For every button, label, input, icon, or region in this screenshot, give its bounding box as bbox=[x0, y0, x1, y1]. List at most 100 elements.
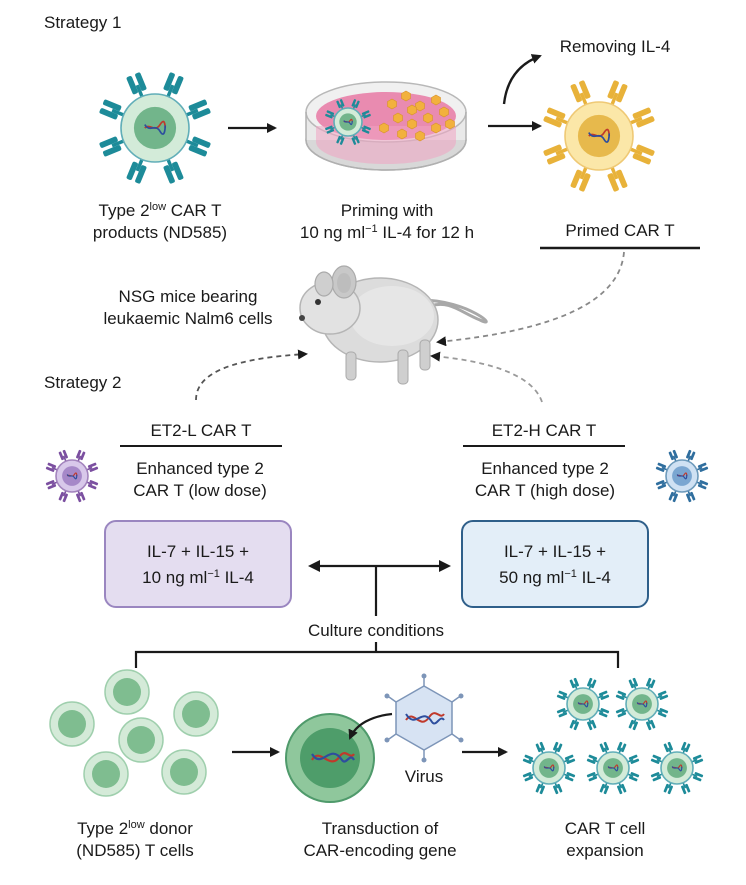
receptor-icon bbox=[360, 125, 371, 134]
receptor-icon bbox=[656, 708, 669, 718]
t-cell-icon bbox=[83, 751, 129, 797]
transduced-cell-icon bbox=[285, 713, 375, 803]
receptor-icon bbox=[691, 772, 704, 782]
receptor-icon bbox=[646, 718, 656, 731]
receptor-icon bbox=[99, 136, 125, 157]
receptor-icon bbox=[126, 158, 147, 184]
receptor-icon bbox=[76, 490, 86, 503]
petri-dish-icon bbox=[305, 81, 467, 171]
receptor-icon bbox=[696, 480, 709, 490]
mouse-label: NSG mice bearing leukaemic Nalm6 cells bbox=[103, 287, 273, 328]
receptor-icon bbox=[628, 677, 638, 690]
receptor-icon bbox=[686, 449, 696, 462]
t-cell-icon bbox=[118, 717, 164, 763]
strategy2-heading: Strategy 2 bbox=[44, 373, 122, 392]
receptor-icon bbox=[617, 782, 627, 795]
strategy1-heading: Strategy 1 bbox=[44, 13, 122, 32]
receptor-icon bbox=[607, 166, 628, 192]
t-cell-icon bbox=[173, 691, 219, 737]
receptor-icon bbox=[607, 80, 628, 106]
receptor-icon bbox=[681, 782, 691, 795]
receptor-icon bbox=[325, 125, 336, 134]
dashed-arrow-primed-to-mouse bbox=[436, 251, 625, 347]
type2-low-cart-label: Type 2low CAR T products (ND585) bbox=[92, 201, 228, 242]
type2-low-cart-cell-icon bbox=[99, 72, 211, 184]
receptor-icon bbox=[570, 166, 591, 192]
et2h-box-line2: 50 ng ml−1 IL-4 bbox=[499, 568, 611, 587]
receptor-icon bbox=[99, 99, 125, 120]
receptor-icon bbox=[553, 782, 563, 795]
receptor-icon bbox=[351, 99, 360, 110]
removing-curve-arrow bbox=[502, 54, 542, 105]
receptor-icon bbox=[650, 754, 663, 764]
receptor-icon bbox=[58, 449, 68, 462]
receptor-icon bbox=[185, 99, 211, 120]
et2l-culture-box: IL-7 + IL-15 + 10 ng ml−1 IL-4 bbox=[104, 520, 292, 608]
receptor-icon bbox=[563, 754, 576, 764]
receptor-icon bbox=[696, 462, 709, 472]
receptor-icon bbox=[163, 158, 184, 184]
expanded-cart-cell-icon bbox=[522, 741, 576, 795]
receptor-icon bbox=[615, 708, 628, 718]
et2l-title: ET2-L CAR T bbox=[150, 421, 252, 440]
receptor-icon bbox=[325, 110, 336, 119]
receptor-icon bbox=[668, 449, 678, 462]
receptor-icon bbox=[543, 144, 569, 165]
et2h-box-line1: IL-7 + IL-15 + bbox=[503, 542, 607, 561]
virus-icon bbox=[384, 673, 464, 763]
et2h-title: ET2-H CAR T bbox=[491, 421, 597, 440]
receptor-icon bbox=[535, 741, 545, 754]
receptor-icon bbox=[656, 690, 669, 700]
receptor-icon bbox=[615, 690, 628, 700]
receptor-icon bbox=[597, 690, 610, 700]
primed-cart-cell-icon bbox=[543, 80, 655, 192]
receptor-icon bbox=[522, 754, 535, 764]
receptor-icon bbox=[655, 462, 668, 472]
receptor-icon bbox=[336, 99, 345, 110]
receptor-icon bbox=[627, 754, 640, 764]
receptor-icon bbox=[570, 80, 591, 106]
receptor-icon bbox=[569, 718, 579, 731]
receptor-icon bbox=[629, 144, 655, 165]
t-cell-icon bbox=[161, 749, 207, 795]
receptor-icon bbox=[686, 490, 696, 503]
removing-il4-label: Removing IL-4 bbox=[559, 37, 671, 56]
expansion-label: CAR T cell expansion bbox=[564, 819, 646, 860]
et2h-culture-box: IL-7 + IL-15 + 50 ng ml−1 IL-4 bbox=[461, 520, 649, 608]
receptor-icon bbox=[617, 741, 627, 754]
receptor-icon bbox=[569, 677, 579, 690]
priming-label: Priming with 10 ng ml−1 IL-4 for 12 h bbox=[299, 201, 475, 242]
receptor-icon bbox=[45, 462, 58, 472]
expanded-cart-cell-icon bbox=[556, 677, 610, 731]
transduction-label: Transduction of CAR-encoding gene bbox=[303, 819, 457, 860]
et2l-description: Enhanced type 2 CAR T (low dose) bbox=[133, 459, 267, 500]
receptor-icon bbox=[586, 772, 599, 782]
culture-conditions-label: Culture conditions bbox=[307, 621, 445, 640]
et2l-box-line2: 10 ng ml−1 IL-4 bbox=[142, 568, 254, 587]
receptor-icon bbox=[629, 107, 655, 128]
receptor-icon bbox=[627, 772, 640, 782]
expanded-cart-cell-icon bbox=[615, 677, 669, 731]
virus-label: Virus bbox=[404, 767, 444, 786]
receptor-icon bbox=[58, 490, 68, 503]
receptor-icon bbox=[599, 782, 609, 795]
receptor-icon bbox=[351, 134, 360, 145]
receptor-icon bbox=[556, 690, 569, 700]
receptor-icon bbox=[360, 110, 371, 119]
receptor-icon bbox=[45, 480, 58, 490]
receptor-icon bbox=[522, 772, 535, 782]
receptor-icon bbox=[185, 136, 211, 157]
receptor-icon bbox=[587, 677, 597, 690]
receptor-icon bbox=[556, 708, 569, 718]
receptor-icon bbox=[650, 772, 663, 782]
receptor-icon bbox=[86, 480, 99, 490]
receptor-icon bbox=[563, 772, 576, 782]
dish-cart-cell-icon bbox=[325, 99, 371, 145]
receptor-icon bbox=[543, 107, 569, 128]
donor-cells-label: Type 2low donor (ND585) T cells bbox=[76, 819, 194, 860]
donor-t-cells-group bbox=[49, 669, 219, 797]
receptor-icon bbox=[646, 677, 656, 690]
expanded-cart-cell-icon bbox=[586, 741, 640, 795]
primed-cart-label: Primed CAR T bbox=[565, 221, 675, 240]
